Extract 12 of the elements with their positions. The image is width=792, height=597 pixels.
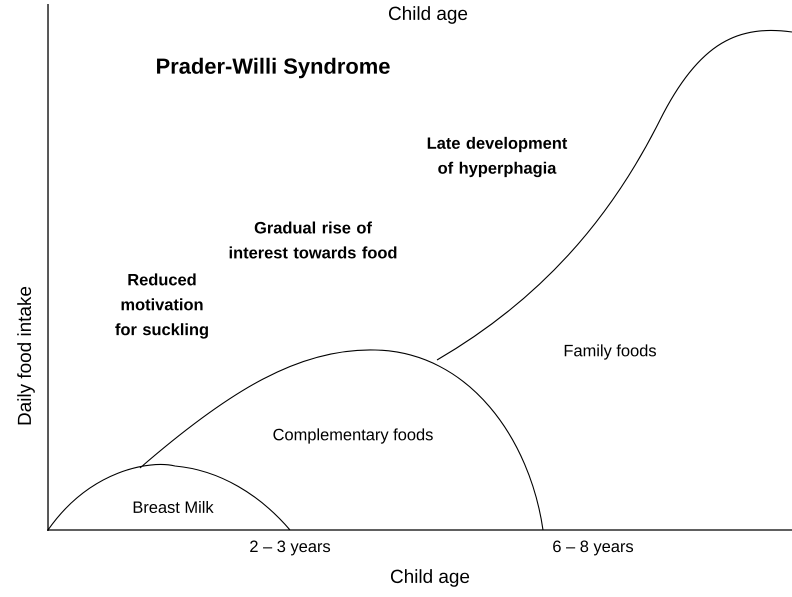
axis-title: Child age	[388, 6, 468, 24]
annotation-text: Late development of hyperphagia	[428, 136, 568, 178]
region-label: Complementary foods	[273, 428, 433, 444]
tick-label: 2 – 3 years	[250, 540, 330, 556]
axis-title: Daily food intake	[17, 286, 35, 424]
annotation-text: Reduced motivation for suckling	[115, 273, 208, 339]
region-label: Breast Milk	[134, 500, 214, 514]
tick-label: 6 – 8 years	[553, 540, 634, 556]
title: Prader-Willi Syndrome	[157, 58, 390, 78]
axis-title: Child age	[390, 569, 470, 587]
region-label: Family foods	[564, 344, 656, 360]
annotation-text: Gradual rise of interest towards food	[230, 222, 396, 258]
